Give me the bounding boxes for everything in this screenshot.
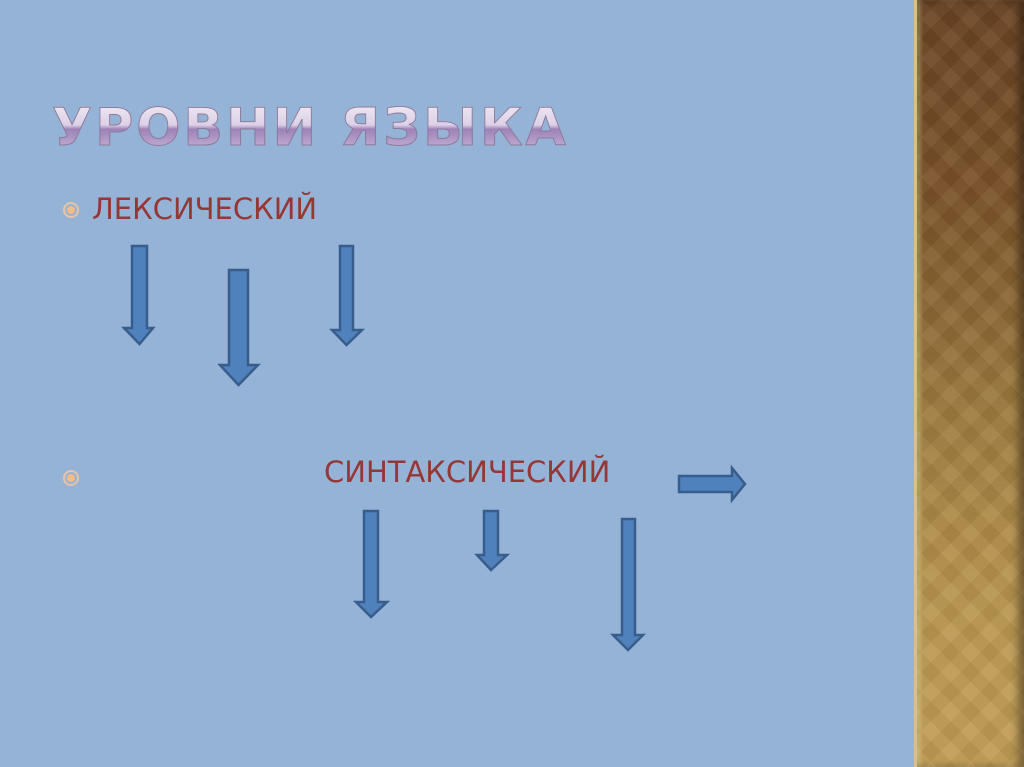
arrow-down-icon	[609, 517, 647, 652]
arrow-down-icon	[474, 509, 511, 572]
item-syntactic: СИНТАКСИЧЕСКИЙ	[324, 455, 611, 489]
item-lexical: ЛЕКСИЧЕСКИЙ	[92, 192, 318, 226]
circle-bullet-icon	[63, 470, 79, 486]
arrow-down-icon	[121, 244, 156, 346]
slide-title: УРОВНИ ЯЗЫКА	[52, 98, 569, 159]
arrow-right-icon	[677, 464, 747, 504]
arrow-down-icon	[329, 244, 366, 347]
decorative-side-panel	[914, 0, 1024, 767]
arrow-down-icon	[217, 268, 261, 387]
arrow-down-icon	[352, 509, 391, 619]
circle-bullet-icon	[63, 202, 79, 218]
